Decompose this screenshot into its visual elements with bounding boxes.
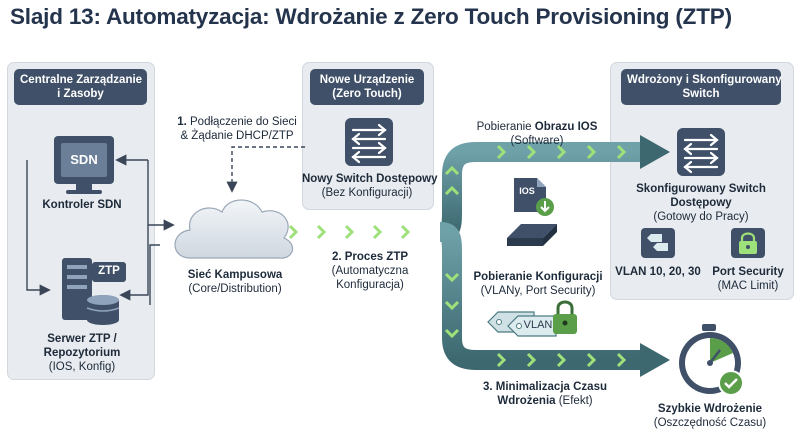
sdn-controller-label: Kontroler SDN <box>42 199 122 211</box>
new-switch-icon <box>345 118 393 166</box>
management-connectors <box>26 154 175 305</box>
port-security-lock-icon <box>731 228 765 258</box>
config-download-label: Pobieranie Konfiguracji (VLANy, Port Sec… <box>473 271 603 297</box>
new-switch-label: Nowy Switch Dostępowy (Bez Konfiguracji) <box>302 173 438 199</box>
vlan-tags-icon <box>641 228 675 258</box>
ztp-server-label: Serwer ZTP / Repozytorium (IOS, Konfig) <box>43 333 121 373</box>
fast-deploy-label: Szybkie Wdrożenie (Oszczędność Czasu) <box>653 403 767 429</box>
sdn-icon-text: SDN <box>70 152 98 167</box>
configured-switch-icon <box>677 128 725 176</box>
vlan-label: VLAN 10, 20, 30 <box>615 266 701 278</box>
campus-network-label: Sieć Kampusowa (Core/Distribution) <box>187 269 283 295</box>
ztp-icon-text: ZTP <box>98 265 120 277</box>
ztp-server-icon <box>62 258 126 325</box>
step1-label: 1. Podłączenie do Sieci & Żądanie DHCP/Z… <box>177 116 297 142</box>
step2-label: 2. Proces ZTP (Automatyczna Konfiguracja… <box>331 251 409 291</box>
central-panel <box>7 62 155 380</box>
ios-download-label: Pobieranie Obrazu IOS (Software) <box>476 121 598 147</box>
campus-network-cloud-icon <box>174 199 294 259</box>
vlan-tag-text: VLAN <box>523 319 553 331</box>
new-device-panel-header: Nowe Urządzenie (Zero Touch) <box>310 69 424 105</box>
dhcp-request-arrow <box>226 146 305 193</box>
ios-image-icon <box>507 178 557 246</box>
vlan-config-icon <box>487 300 577 337</box>
ios-icon-text: IOS <box>519 186 535 196</box>
step3-label: 3. Minimalizacja Czasu Wdrożenia (Efekt) <box>483 381 607 407</box>
deployed-panel-header: Wdrożony i Skonfigurowany Switch <box>621 69 782 105</box>
configured-switch-label: Skonfigurowany Switch Dostępowy (Gotowy … <box>636 183 766 223</box>
ztp-flow-arrows <box>270 135 670 377</box>
port-security-label: Port Security (MAC Limit) <box>712 266 784 292</box>
stopwatch-icon <box>679 324 744 396</box>
central-panel-header: Centralne Zarządzanie i Zasoby <box>14 69 147 105</box>
page-title: Slajd 13: Automatyzacja: Wdrożanie z Zer… <box>10 4 732 29</box>
sdn-controller-icon <box>54 136 114 194</box>
